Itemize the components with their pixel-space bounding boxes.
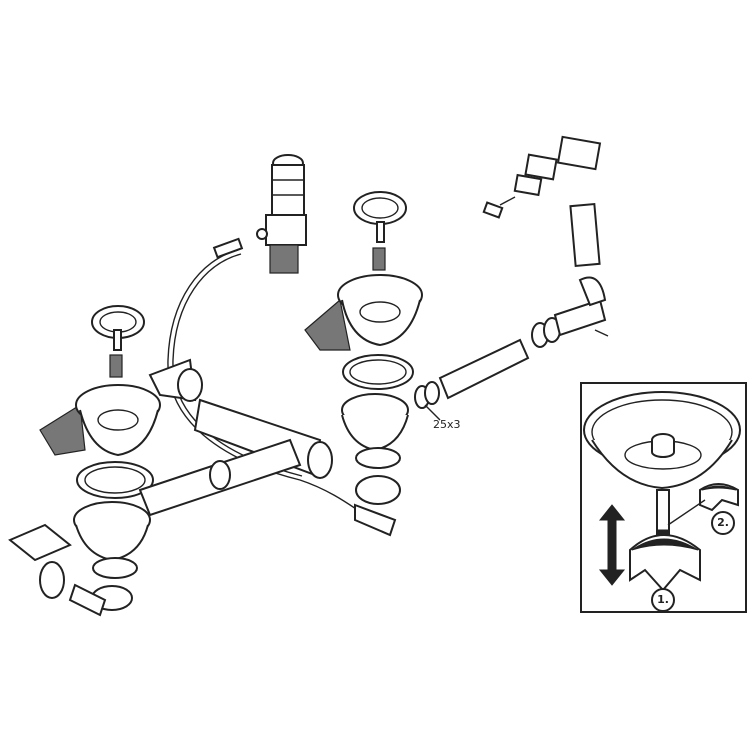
- overflow-cover: [482, 135, 602, 219]
- up-down-arrow-icon: [598, 504, 626, 586]
- step-1-badge: 1.: [651, 588, 675, 612]
- oring-spec-label: 25x3: [433, 418, 461, 431]
- right-strainer-basket: [353, 191, 407, 271]
- inset-strainer-detail: [583, 391, 741, 592]
- right-drain-assembly: [304, 274, 423, 537]
- cable-connector: [212, 237, 244, 259]
- left-strainer-basket: [91, 305, 145, 378]
- overflow-pipe: [414, 202, 609, 409]
- rotate-ring-2-icon: [699, 483, 739, 512]
- overflow-manifold-pipes: [138, 358, 333, 517]
- oring-leader-line: [424, 404, 441, 421]
- pop-up-mechanism: [256, 154, 307, 274]
- left-drain-assembly: [8, 384, 161, 617]
- pop-up-cable: [167, 249, 366, 516]
- step-2-badge: 2.: [711, 511, 735, 535]
